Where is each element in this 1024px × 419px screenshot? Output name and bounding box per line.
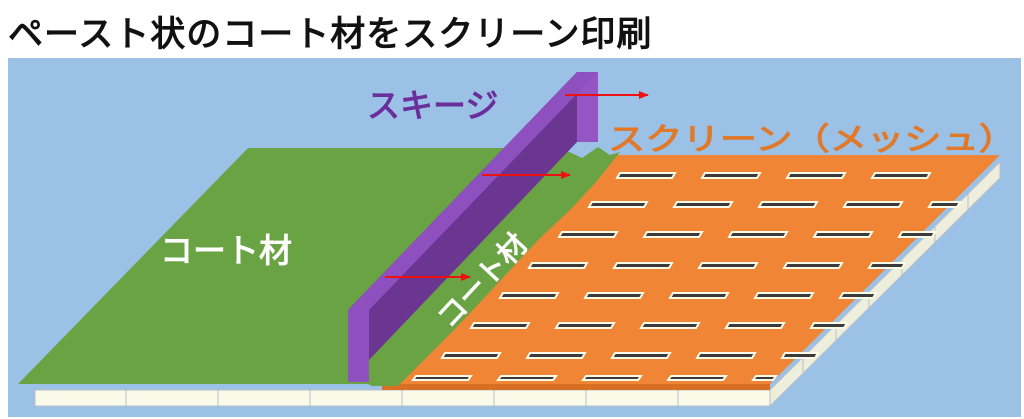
- squeegee-label: スキージ: [367, 86, 498, 125]
- page-title: ペースト状のコート材をスクリーン印刷: [8, 15, 653, 55]
- coat-paste-bead: [346, 147, 620, 386]
- printed-coat-label: コート材: [160, 231, 292, 270]
- substrate: [34, 160, 1001, 408]
- screen-mesh: [382, 155, 1000, 384]
- screen-mesh-front-edge: [382, 384, 770, 390]
- mesh-openings: [411, 172, 962, 381]
- motion-arrows: [385, 91, 649, 281]
- screen-label: スクリーン（メッシュ）: [608, 122, 1016, 158]
- squeegee-blade: [348, 72, 598, 382]
- screen-printing-diagram: スキージ スクリーン（メッシュ） コート材 コート材: [8, 58, 1021, 417]
